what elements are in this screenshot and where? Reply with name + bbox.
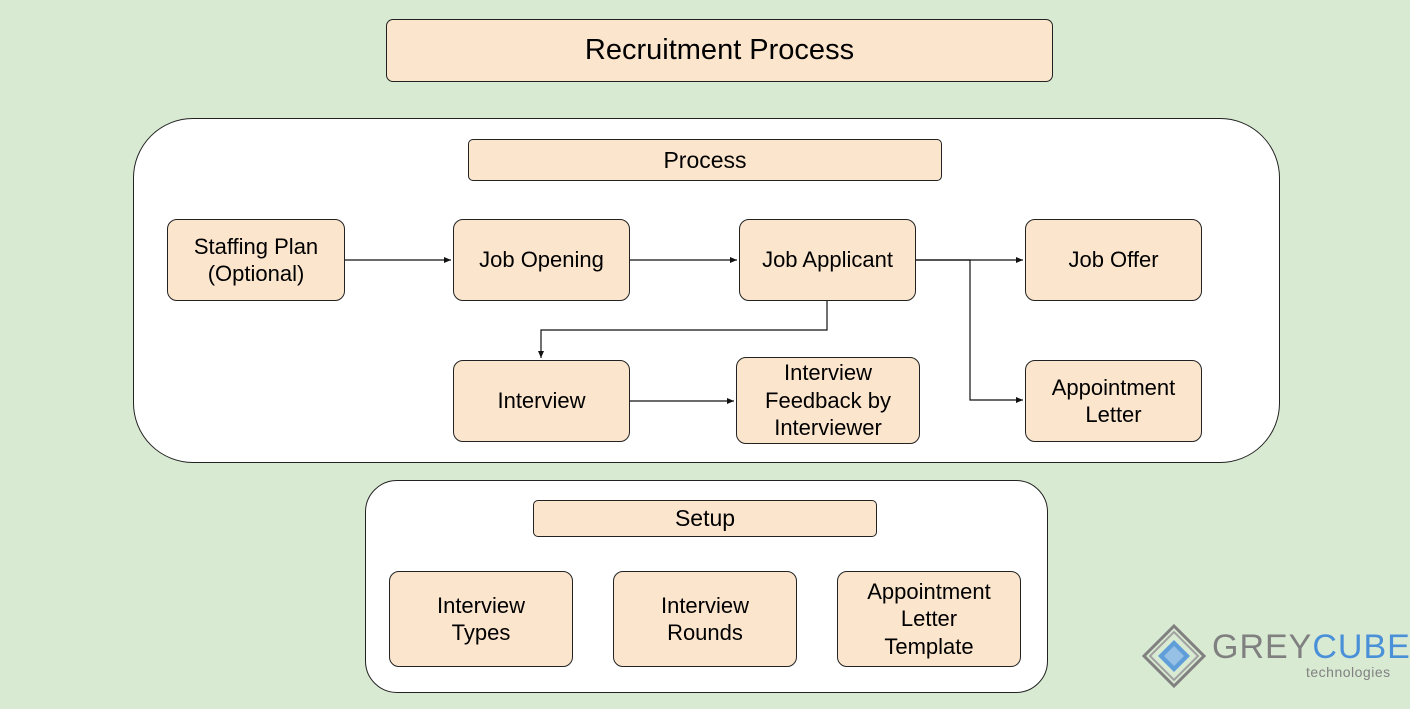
node-staffing-plan: Staffing Plan(Optional) [167,219,345,301]
node-job-applicant: Job Applicant [739,219,916,301]
logo-word-grey: GREY [1212,628,1313,666]
logo-word-cube: CUBE [1312,628,1410,666]
node-job-offer: Job Offer [1025,219,1202,301]
diagram-title: Recruitment Process [386,19,1053,82]
logo-wordmark: GREYCUBE [1212,630,1410,664]
cube-logo-icon [1142,624,1206,689]
node-interview: Interview [453,360,630,442]
process-header: Process [468,139,942,181]
logo-subtitle: technologies [1306,664,1391,680]
setup-header: Setup [533,500,877,537]
greycube-logo: GREYCUBE technologies [1142,624,1410,692]
node-job-opening: Job Opening [453,219,630,301]
